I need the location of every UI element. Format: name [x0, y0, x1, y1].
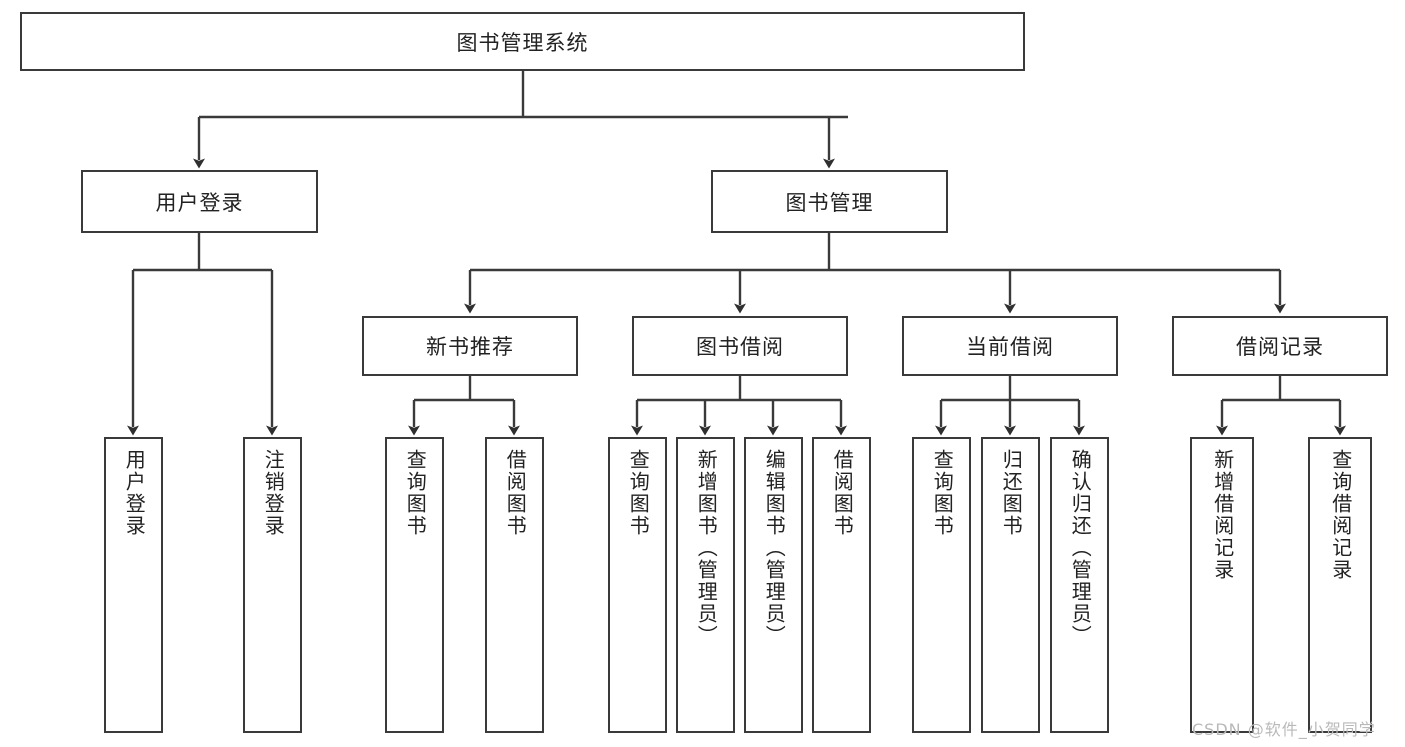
node-label: 借阅记录: [1236, 335, 1324, 359]
node-label: 查询借阅记录: [1328, 449, 1353, 581]
node-book-management-system[interactable]: 图书管理系统: [20, 12, 1025, 71]
node-leaf-borrow-book-2[interactable]: 借阅图书: [812, 437, 871, 733]
node-label: 编辑图书（管理员）: [762, 449, 787, 647]
node-book-borrow[interactable]: 图书借阅: [632, 316, 848, 376]
node-label: 借阅图书: [830, 449, 855, 537]
node-label: 确认归还（管理员）: [1068, 449, 1093, 647]
node-label: 图书管理系统: [456, 30, 589, 55]
node-label: 用户登录: [155, 190, 244, 215]
node-leaf-query-record[interactable]: 查询借阅记录: [1308, 437, 1372, 733]
node-leaf-borrow-book-1[interactable]: 借阅图书: [485, 437, 544, 733]
node-label: 图书借阅: [696, 335, 784, 359]
node-book-manage[interactable]: 图书管理: [711, 170, 948, 233]
node-leaf-query-book-2[interactable]: 查询图书: [608, 437, 667, 733]
node-label: 图书管理: [785, 190, 874, 215]
node-label: 查询图书: [930, 449, 955, 537]
node-label: 当前借阅: [966, 335, 1054, 359]
node-leaf-query-book-1[interactable]: 查询图书: [385, 437, 444, 733]
node-leaf-return-book[interactable]: 归还图书: [981, 437, 1040, 733]
node-label: 新增借阅记录: [1210, 449, 1235, 581]
node-label: 新书推荐: [426, 335, 514, 359]
node-label: 查询图书: [403, 449, 428, 537]
node-current-borrow[interactable]: 当前借阅: [902, 316, 1118, 376]
node-label: 查询图书: [626, 449, 651, 537]
node-label: 用户登录: [122, 449, 147, 537]
node-label: 借阅图书: [503, 449, 528, 537]
csdn-watermark: CSDN @软件_小贺同学: [1192, 720, 1376, 739]
node-label: 注销登录: [261, 449, 286, 537]
node-leaf-add-record[interactable]: 新增借阅记录: [1190, 437, 1254, 733]
node-new-book-recommend[interactable]: 新书推荐: [362, 316, 578, 376]
node-leaf-edit-book[interactable]: 编辑图书（管理员）: [744, 437, 803, 733]
node-leaf-confirm-return[interactable]: 确认归还（管理员）: [1050, 437, 1109, 733]
node-leaf-logout-login[interactable]: 注销登录: [243, 437, 302, 733]
node-leaf-user-login[interactable]: 用户登录: [104, 437, 163, 733]
node-borrow-record[interactable]: 借阅记录: [1172, 316, 1388, 376]
node-label: 新增图书（管理员）: [694, 449, 719, 647]
node-leaf-add-book[interactable]: 新增图书（管理员）: [676, 437, 735, 733]
node-leaf-query-book-3[interactable]: 查询图书: [912, 437, 971, 733]
node-label: 归还图书: [999, 449, 1024, 537]
node-user-login[interactable]: 用户登录: [81, 170, 318, 233]
